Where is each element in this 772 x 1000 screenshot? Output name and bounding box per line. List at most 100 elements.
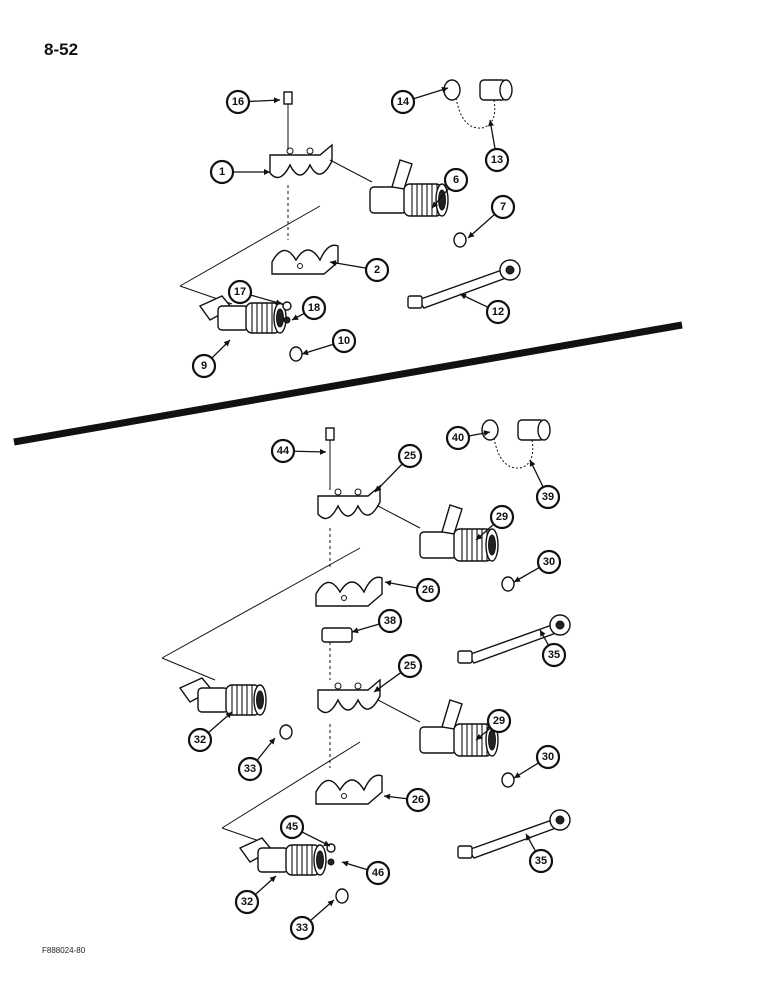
callout-number: 33	[244, 763, 256, 775]
callout-circle	[490, 194, 516, 220]
callout-number: 14	[397, 96, 410, 108]
callout-arrowhead	[488, 120, 494, 127]
callout-bottom-25: 25	[373, 653, 423, 693]
callout-bottom-38: 38	[351, 608, 403, 634]
callout-circle	[377, 608, 403, 634]
callout-top-10: 10	[301, 328, 357, 356]
callout-circle	[234, 889, 260, 915]
callout-number: 26	[412, 794, 424, 806]
callout-bottom-26: 26	[384, 577, 441, 603]
callout-arrowhead	[385, 580, 392, 587]
callout-bottom-35: 35	[525, 833, 554, 874]
callout-number: 30	[542, 751, 554, 763]
callout-top-16: 16	[225, 89, 281, 115]
callout-circle	[301, 295, 327, 321]
callout-circle	[279, 814, 305, 840]
callout-bottom-35: 35	[539, 629, 567, 668]
callout-number: 9	[201, 360, 207, 372]
callout-arrowhead	[526, 834, 532, 841]
callout-number: 33	[296, 922, 308, 934]
callout-number: 26	[422, 584, 434, 596]
callout-leader	[374, 463, 403, 493]
callout-top-12: 12	[459, 293, 511, 325]
callout-bottom-32: 32	[234, 875, 277, 915]
callout-arrowhead	[514, 576, 521, 582]
callout-arrowhead	[264, 169, 270, 175]
callout-bottom-33: 33	[237, 737, 276, 782]
callout-number: 7	[500, 201, 506, 213]
callout-arrowhead	[292, 314, 299, 320]
callout-arrowhead	[476, 533, 483, 540]
callout-top-14: 14	[390, 86, 449, 115]
callout-arrowhead	[327, 900, 334, 907]
callout-circle	[541, 642, 567, 668]
callout-number: 10	[338, 335, 350, 347]
callout-top-1: 1	[209, 159, 270, 185]
callout-circle	[397, 653, 423, 679]
callout-number: 25	[404, 450, 416, 462]
callout-top-13: 13	[484, 119, 510, 173]
callout-arrowhead	[384, 793, 391, 800]
callout-arrowhead	[225, 712, 232, 719]
callout-arrowhead	[330, 260, 337, 266]
callout-circle	[191, 353, 217, 379]
callout-top-6: 6	[431, 167, 469, 209]
callout-number: 17	[234, 286, 246, 298]
callout-arrowhead	[223, 340, 230, 347]
callout-circle	[485, 299, 511, 325]
callout-arrowhead	[269, 876, 276, 883]
callout-number: 40	[452, 432, 464, 444]
callout-arrowhead	[468, 231, 475, 238]
callout-number: 38	[384, 615, 396, 627]
callout-leader	[329, 261, 367, 269]
callout-arrowhead	[529, 460, 536, 467]
callout-circle	[225, 89, 251, 115]
figure-code: F888024-80	[42, 946, 86, 955]
callout-arrowhead	[374, 686, 381, 692]
callout-number: 1	[219, 166, 225, 178]
callout-arrowhead	[441, 86, 448, 93]
callout-top-9: 9	[191, 339, 231, 379]
callout-number: 32	[241, 896, 253, 908]
callout-arrowhead	[476, 733, 483, 740]
callout-circle	[331, 328, 357, 354]
callout-circle	[486, 708, 512, 734]
callout-number: 45	[286, 821, 298, 833]
callout-arrowhead	[352, 627, 359, 634]
callout-arrowhead	[319, 448, 326, 455]
callout-bottom-25: 25	[374, 443, 423, 493]
callout-number: 29	[493, 715, 505, 727]
callout-arrowhead	[375, 485, 382, 492]
callout-arrowhead	[540, 630, 546, 637]
callout-circle	[489, 504, 515, 530]
callout-number: 12	[492, 306, 504, 318]
callout-circle	[535, 744, 561, 770]
callout-bottom-45: 45	[279, 814, 331, 847]
callout-circle	[270, 438, 296, 464]
callout-number: 6	[453, 174, 459, 186]
callout-circle	[415, 577, 441, 603]
callout-arrowhead	[302, 349, 309, 356]
section-divider	[13, 321, 683, 446]
callout-bottom-32: 32	[187, 711, 233, 753]
callout-bottom-29: 29	[475, 708, 512, 741]
callout-circle	[365, 860, 391, 886]
callout-top-7: 7	[467, 194, 516, 239]
callout-bottom-26: 26	[383, 787, 431, 813]
callout-circle	[209, 159, 235, 185]
callout-number: 25	[404, 660, 416, 672]
callout-circle	[445, 425, 471, 451]
callout-arrowhead	[460, 293, 467, 300]
callout-number: 30	[543, 556, 555, 568]
callout-number: 35	[535, 855, 547, 867]
callout-circle	[405, 787, 431, 813]
callout-top-18: 18	[291, 295, 327, 321]
callout-number: 46	[372, 867, 384, 879]
callout-number: 39	[542, 491, 554, 503]
callout-circle	[289, 915, 315, 941]
callout-circle	[535, 484, 561, 510]
callout-arrowhead	[323, 840, 330, 846]
page-number: 8-52	[44, 40, 79, 59]
callout-bottom-40: 40	[445, 425, 491, 451]
